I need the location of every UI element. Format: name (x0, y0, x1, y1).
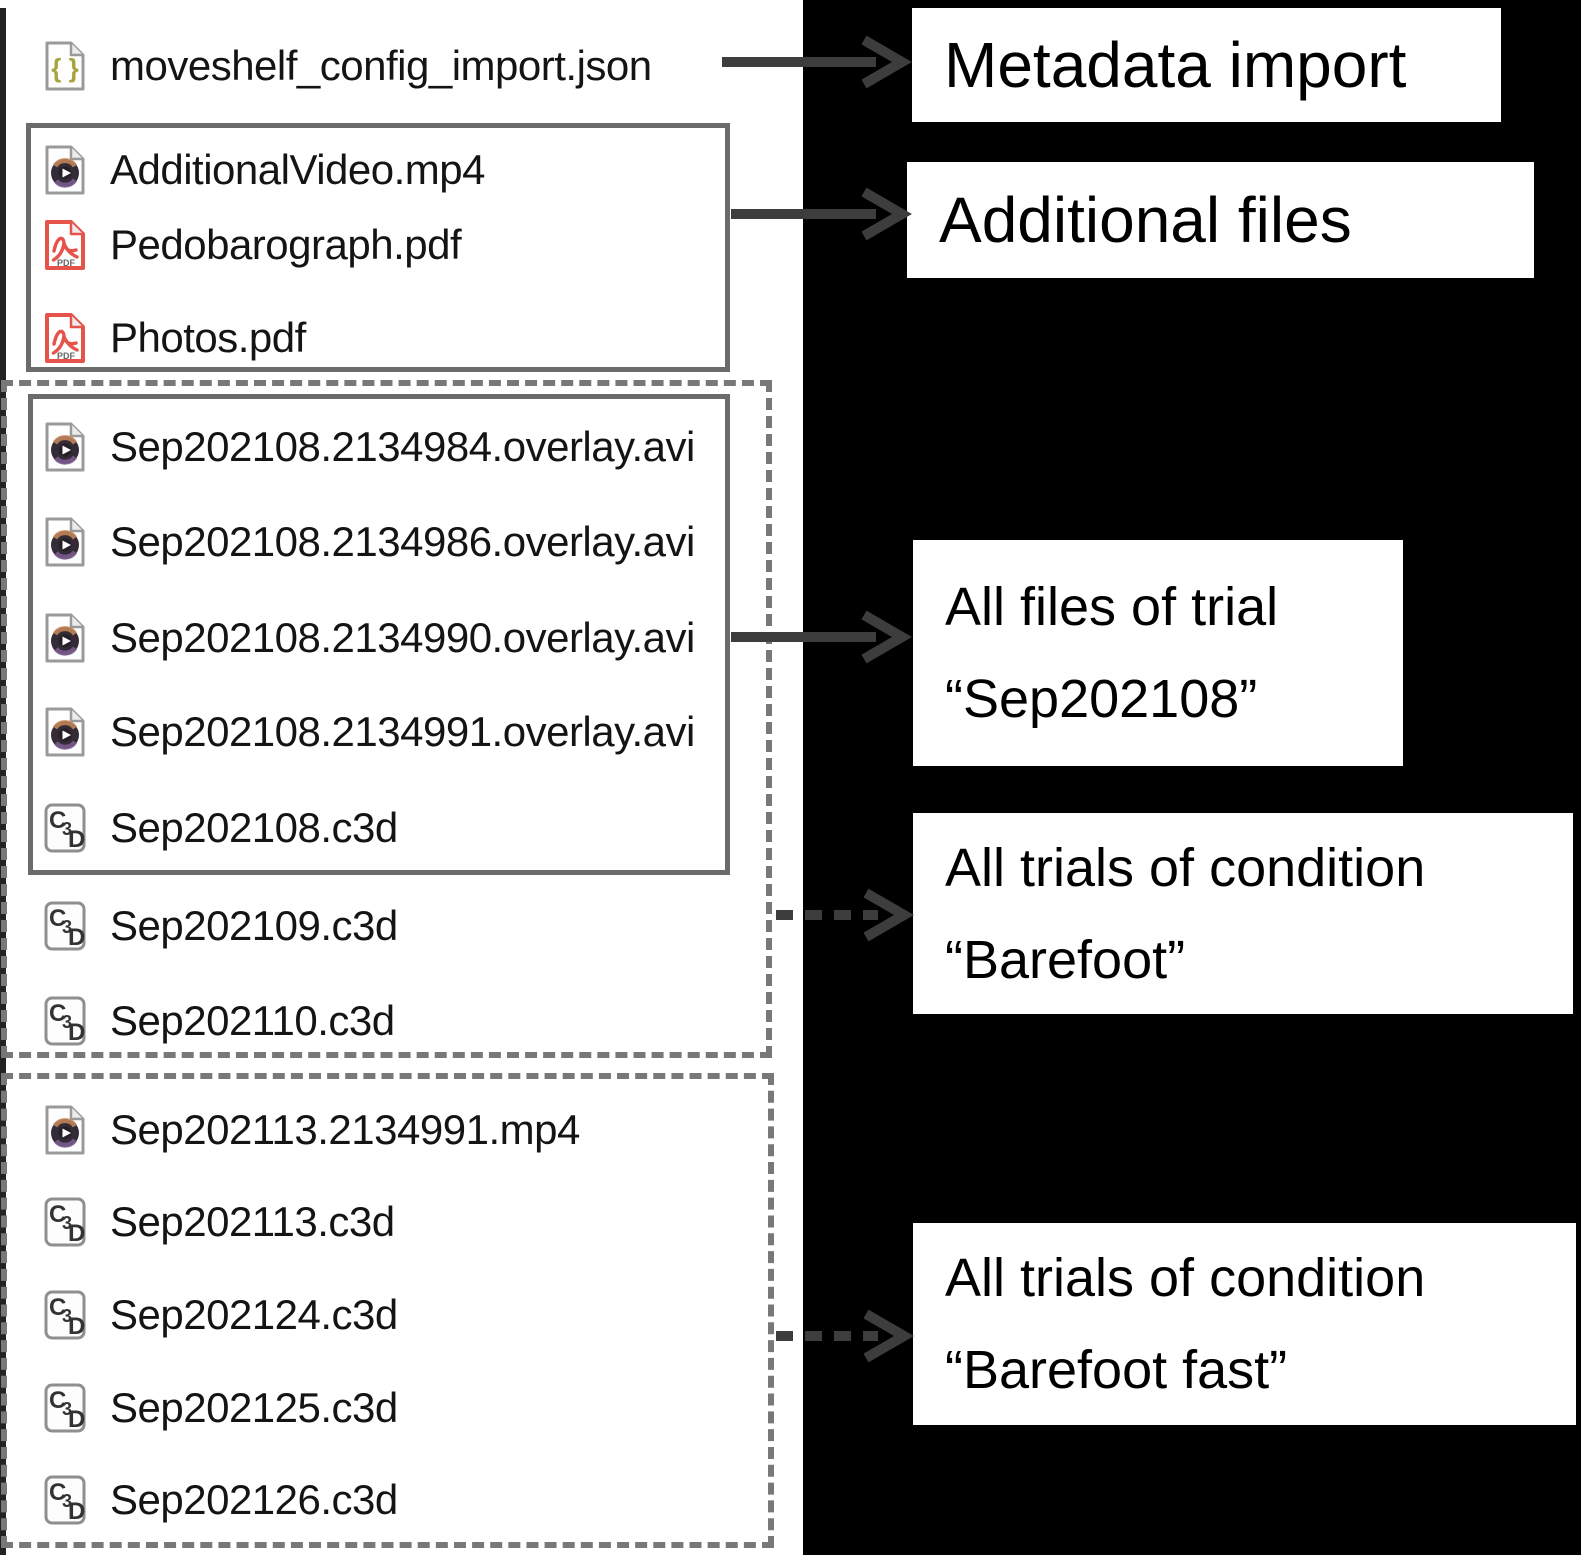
file-row[interactable]: Sep202113.2134991.mp4 (42, 1103, 580, 1157)
svg-text:D: D (68, 1019, 85, 1046)
arrow-dashed-to-condition-barefoot-fast (776, 1309, 914, 1363)
svg-text:3: 3 (62, 1306, 72, 1326)
json-file-icon: { } (42, 40, 88, 92)
file-name: Photos.pdf (110, 314, 306, 361)
file-name: Sep202108.2134984.overlay.avi (110, 423, 695, 470)
file-row[interactable]: { } moveshelf_config_import.json (42, 39, 652, 93)
file-name: Sep202108.2134990.overlay.avi (110, 614, 695, 661)
svg-text:D: D (68, 924, 85, 951)
svg-text:PDF: PDF (57, 351, 76, 361)
svg-text:C: C (49, 1387, 66, 1414)
c3d-file-icon: C 3 D (42, 1382, 88, 1434)
svg-text:C: C (49, 905, 66, 932)
file-row[interactable]: PDF Pedobarograph.pdf (42, 218, 462, 272)
pdf-file-icon: PDF (42, 312, 88, 364)
svg-text:D: D (68, 826, 85, 853)
file-name: AdditionalVideo.mp4 (110, 146, 486, 193)
c3d-file-icon: C 3 D (42, 900, 88, 952)
annotation-label-line: All files of trial (945, 577, 1279, 637)
svg-text:3: 3 (62, 1213, 72, 1233)
file-name: Sep202125.c3d (110, 1384, 398, 1431)
file-name: Sep202110.c3d (110, 997, 395, 1044)
annotation-label-line: “Barefoot” (945, 929, 1186, 990)
file-name: Sep202126.c3d (110, 1476, 398, 1523)
svg-text:C: C (49, 1294, 66, 1321)
annotation-label-line: “Barefoot fast” (945, 1340, 1288, 1400)
file-row[interactable]: PDF Photos.pdf (42, 311, 306, 365)
file-explorer-panel (0, 0, 803, 1555)
file-row[interactable]: C 3 D Sep202125.c3d (42, 1381, 398, 1435)
file-row[interactable]: Sep202108.2134984.overlay.avi (42, 420, 695, 474)
arrow-dashed-to-condition-barefoot (776, 888, 914, 942)
svg-text:3: 3 (62, 917, 72, 937)
annotation-label-line: “Sep202108” (945, 669, 1258, 729)
annotation-label-metadata-import: Metadata import (912, 8, 1501, 122)
svg-text:3: 3 (62, 819, 72, 839)
file-name: Sep202108.c3d (110, 804, 398, 851)
svg-text:3: 3 (62, 1012, 72, 1032)
arrow-solid-to-trial-sep202108 (731, 610, 912, 664)
file-name: Sep202108.2134991.overlay.avi (110, 708, 695, 755)
annotation-label-condition-barefoot-fast: All trials of condition “Barefoot fast” (913, 1223, 1576, 1425)
svg-text:PDF: PDF (57, 258, 76, 268)
file-name: Sep202124.c3d (110, 1291, 398, 1338)
annotation-label-line: Additional files (939, 184, 1352, 256)
file-row[interactable]: Sep202108.2134990.overlay.avi (42, 611, 695, 665)
svg-text:{ }: { } (51, 53, 78, 83)
video-file-icon (42, 706, 88, 758)
file-name: Sep202109.c3d (110, 902, 398, 949)
svg-text:C: C (49, 807, 66, 834)
file-row[interactable]: C 3 D Sep202108.c3d (42, 801, 398, 855)
group-box-condition-barefoot-fast (1, 1073, 774, 1548)
video-file-icon (42, 144, 88, 196)
svg-text:D: D (68, 1406, 85, 1433)
file-row[interactable]: Sep202108.2134986.overlay.avi (42, 515, 695, 569)
video-file-icon (42, 612, 88, 664)
svg-text:D: D (68, 1313, 85, 1340)
arrow-solid-to-metadata-import (722, 35, 912, 89)
group-box-trial-sep202108 (28, 394, 730, 875)
svg-text:D: D (68, 1220, 85, 1247)
video-file-icon (42, 516, 88, 568)
annotation-label-trial-sep202108: All files of trial “Sep202108” (913, 540, 1403, 766)
svg-text:C: C (49, 1000, 66, 1027)
annotation-label-line: All trials of condition (945, 837, 1426, 898)
annotation-label-condition-barefoot: All trials of condition “Barefoot” (913, 813, 1573, 1014)
svg-text:3: 3 (62, 1399, 72, 1419)
file-row[interactable]: Sep202108.2134991.overlay.avi (42, 705, 695, 759)
file-row[interactable]: AdditionalVideo.mp4 (42, 143, 486, 197)
c3d-file-icon: C 3 D (42, 1196, 88, 1248)
svg-text:D: D (68, 1498, 85, 1525)
file-row[interactable]: C 3 D Sep202110.c3d (42, 994, 395, 1048)
group-box-condition-barefoot (1, 380, 772, 1058)
file-name: Sep202113.2134991.mp4 (110, 1106, 580, 1153)
video-file-icon (42, 1104, 88, 1156)
c3d-file-icon: C 3 D (42, 1289, 88, 1341)
file-row[interactable]: C 3 D Sep202124.c3d (42, 1288, 398, 1342)
file-name: Pedobarograph.pdf (110, 221, 462, 268)
svg-text:3: 3 (62, 1491, 72, 1511)
file-name: Sep202113.c3d (110, 1198, 395, 1245)
annotation-label-additional-files: Additional files (907, 162, 1534, 278)
video-file-icon (42, 421, 88, 473)
group-box-additional-files (26, 123, 730, 372)
svg-text:C: C (49, 1201, 66, 1228)
file-row[interactable]: C 3 D Sep202109.c3d (42, 899, 398, 953)
file-row[interactable]: C 3 D Sep202126.c3d (42, 1473, 398, 1527)
c3d-file-icon: C 3 D (42, 1474, 88, 1526)
annotation-label-line: All trials of condition (945, 1248, 1426, 1308)
c3d-file-icon: C 3 D (42, 802, 88, 854)
arrow-solid-to-additional-files (731, 187, 912, 241)
svg-text:C: C (49, 1479, 66, 1506)
file-row[interactable]: C 3 D Sep202113.c3d (42, 1195, 395, 1249)
file-name: Sep202108.2134986.overlay.avi (110, 518, 695, 565)
annotation-label-line: Metadata import (944, 29, 1407, 101)
file-name: moveshelf_config_import.json (110, 42, 652, 89)
pdf-file-icon: PDF (42, 219, 88, 271)
c3d-file-icon: C 3 D (42, 995, 88, 1047)
